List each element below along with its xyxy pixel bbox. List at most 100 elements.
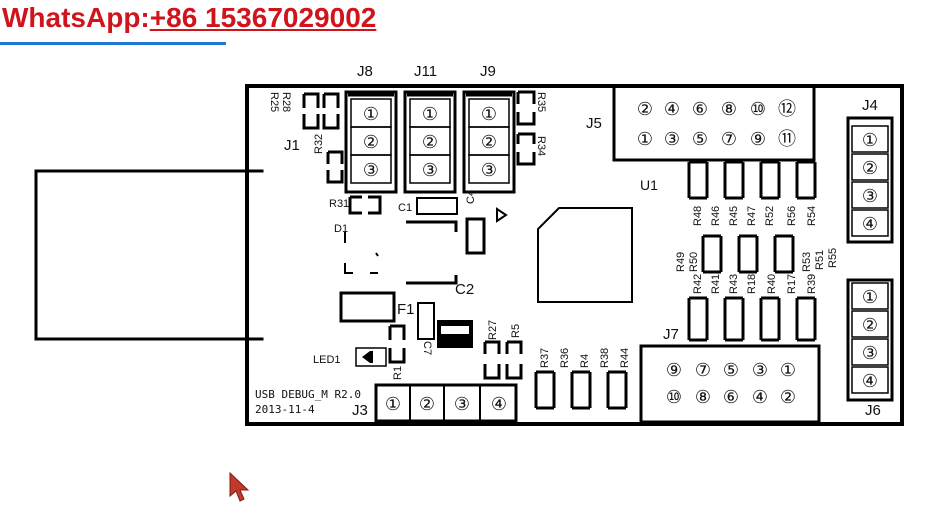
whatsapp-label: WhatsApp: <box>2 2 150 33</box>
label-r50: R50 <box>688 252 700 272</box>
label-j4: J4 <box>862 97 878 114</box>
pin-j6-2: ② <box>862 315 878 335</box>
whatsapp-banner: WhatsApp:+86 15367029002 <box>0 0 420 46</box>
board-outline <box>245 84 904 426</box>
pin-j5-11: ⑪ <box>778 129 796 149</box>
pin-j7-3: ③ <box>752 360 768 380</box>
pin-j5-3: ③ <box>664 129 680 149</box>
label-j1: J1 <box>284 137 300 154</box>
board-name-line1: USB DEBUG_M R2.0 <box>255 388 361 401</box>
pin-j9-2: ② <box>481 132 497 152</box>
label-r51: R51 <box>814 250 826 270</box>
pin-j5-12: ⑫ <box>778 99 796 119</box>
label-r46: R46 <box>710 206 722 226</box>
label-r35: R35 <box>535 92 547 112</box>
pin-j3-1: ① <box>385 394 401 414</box>
pin-j9-1: ① <box>481 104 497 124</box>
label-r40: R40 <box>766 274 778 294</box>
label-r43: R43 <box>728 274 740 294</box>
label-r41: R41 <box>710 274 722 294</box>
pin-j5-8: ⑧ <box>721 99 737 119</box>
label-r18: R18 <box>746 274 758 294</box>
pin-j7-2: ② <box>780 387 796 407</box>
label-r27: R27 <box>487 320 499 340</box>
pin-j8-3: ③ <box>363 160 379 180</box>
led-diode-symbol <box>362 351 370 363</box>
label-j8: J8 <box>357 63 373 80</box>
whatsapp-phone-link[interactable]: +86 15367029002 <box>149 2 377 33</box>
label-r49: R49 <box>675 252 687 272</box>
pin-j5-2: ② <box>637 99 653 119</box>
label-j3: J3 <box>352 402 368 419</box>
label-r5: R5 <box>510 324 522 338</box>
pin-j5-6: ⑥ <box>692 99 708 119</box>
label-r48: R48 <box>692 206 704 226</box>
pin-j7-10: ⑩ <box>666 387 682 407</box>
usb-connector-outline <box>34 169 264 341</box>
pin-j5-5: ⑤ <box>692 129 708 149</box>
pin-j6-4: ④ <box>862 371 878 391</box>
whatsapp-text: WhatsApp:+86 15367029002 <box>2 2 376 34</box>
label-r52: R52 <box>764 206 776 226</box>
label-r56: R56 <box>786 206 798 226</box>
label-r45: R45 <box>728 206 740 226</box>
mouse-pointer-icon <box>229 472 250 502</box>
label-r55: R55 <box>827 248 839 268</box>
pin-j5-9: ⑨ <box>750 129 766 149</box>
pin-j6-1: ① <box>862 287 878 307</box>
label-r1: R1 <box>392 366 404 380</box>
label-r17: R17 <box>786 274 798 294</box>
label-r44: R44 <box>619 348 631 368</box>
label-d1: D1 <box>334 223 348 235</box>
pin-j7-1: ① <box>780 360 796 380</box>
label-j5: J5 <box>586 115 602 132</box>
label-c2: C2 <box>455 281 474 298</box>
pin-j5-10: ⑩ <box>750 99 766 119</box>
label-j11: J11 <box>414 63 437 80</box>
label-r42: R42 <box>692 274 704 294</box>
label-c1: C1 <box>398 202 412 214</box>
label-r38: R38 <box>599 348 611 368</box>
pin-j11-2: ② <box>422 132 438 152</box>
label-r28: R28 <box>280 92 292 112</box>
pin-j9-3: ③ <box>481 160 497 180</box>
pin-j7-4: ④ <box>752 387 768 407</box>
label-r54: R54 <box>806 206 818 226</box>
label-c4: C4 <box>465 190 477 204</box>
pin-j7-6: ⑥ <box>723 387 739 407</box>
label-r53: R53 <box>801 252 813 272</box>
pin-j6-3: ③ <box>862 343 878 363</box>
pin-j8-2: ② <box>363 132 379 152</box>
label-r25: R25 <box>268 92 280 112</box>
pin-j4-1: ① <box>862 130 878 150</box>
label-r47: R47 <box>746 206 758 226</box>
pin-j7-7: ⑦ <box>695 360 711 380</box>
pin-j5-4: ④ <box>664 99 680 119</box>
pin-j3-4: ④ <box>491 394 507 414</box>
label-u1: U1 <box>640 177 658 193</box>
header-underline-rule <box>0 42 226 45</box>
label-r4: R4 <box>579 354 591 368</box>
label-r34: R34 <box>535 136 547 156</box>
label-j9: J9 <box>480 63 496 80</box>
pin-j7-9: ⑨ <box>666 360 682 380</box>
pin-j11-1: ① <box>422 104 438 124</box>
label-r32: R32 <box>313 134 325 154</box>
label-c7: C7 <box>421 341 433 355</box>
label-r31: R31 <box>329 198 349 210</box>
pin-j11-3: ③ <box>422 160 438 180</box>
label-j6: J6 <box>865 402 881 419</box>
label-r36: R36 <box>559 348 571 368</box>
board-date-line2: 2013-11-4 <box>255 403 315 416</box>
pin-j3-3: ③ <box>454 394 470 414</box>
pin-j7-5: ⑤ <box>723 360 739 380</box>
pin-j4-2: ② <box>862 158 878 178</box>
pin-j4-4: ④ <box>862 214 878 234</box>
label-led1: LED1 <box>313 354 341 366</box>
pin-j5-7: ⑦ <box>721 129 737 149</box>
pin-j7-8: ⑧ <box>695 387 711 407</box>
pin-j5-1: ① <box>637 129 653 149</box>
pin-j4-3: ③ <box>862 186 878 206</box>
label-j7: J7 <box>663 326 679 343</box>
